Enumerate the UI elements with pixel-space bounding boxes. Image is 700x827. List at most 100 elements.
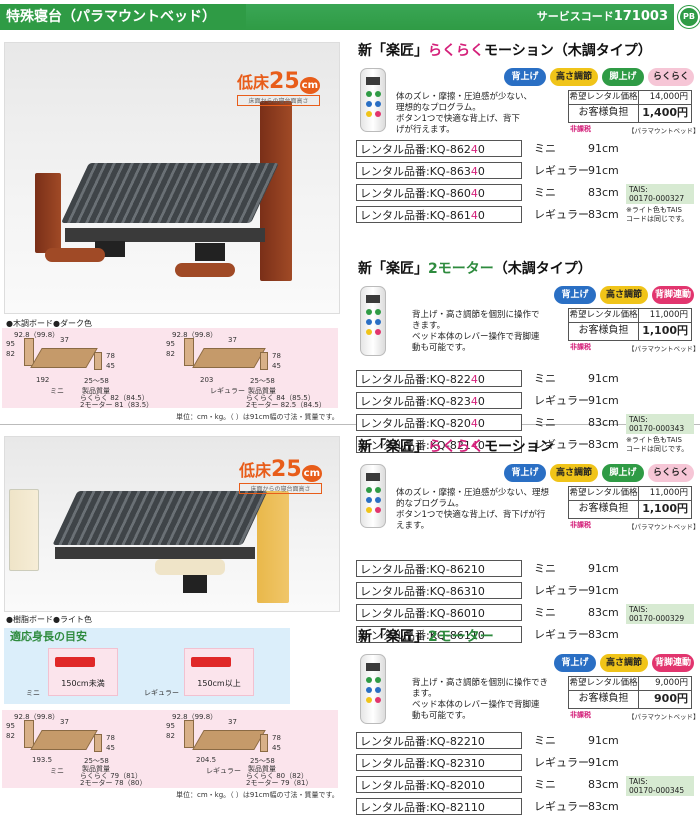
size-label: レギュラー — [534, 164, 589, 177]
product-title: 新「楽匠」らくらくモーション — [358, 436, 554, 456]
weight-title: 製品質量 — [248, 387, 276, 395]
rental-code: レンタル品番:KQ-82340 — [356, 392, 522, 409]
feature-pill: 背上げ — [554, 286, 596, 304]
description-line: 背上げ・高さ調節を個別に操作で — [412, 310, 540, 320]
description-line: 体のズレ・摩擦・圧迫感が少ない、理想 — [396, 488, 550, 498]
code-prefix: レンタル品番:KQ-86210 — [360, 563, 485, 576]
guide-figure-regular: 150cm以上 — [184, 648, 254, 696]
tais-line: TAIS: — [629, 605, 648, 614]
height-guide: 適応身長の目安 150cm未満 ミニ 150cm以上 レギュラー — [4, 628, 290, 704]
remote-control-icon — [360, 286, 386, 356]
dim-label-regular: レギュラー — [210, 387, 245, 395]
section-divider — [0, 424, 700, 425]
rental-code: レンタル品番:KQ-82110 — [356, 798, 522, 815]
remote-button — [375, 507, 381, 513]
rental-code: レンタル品番:KQ-86010 — [356, 604, 522, 621]
weight-title: 製品質量 — [82, 765, 110, 773]
code-prefix: レンタル品番:KQ-82110 — [360, 801, 485, 814]
description-line: 的なプログラム。 — [396, 499, 464, 509]
code-highlight: 4 — [470, 373, 478, 386]
width-label: 91cm — [588, 584, 619, 597]
pay-label: お客様負担 — [569, 323, 639, 340]
width-label: 91cm — [588, 756, 619, 769]
feature-pill: 脚上げ — [602, 68, 644, 86]
rental-code: レンタル品番:KQ-82310 — [356, 754, 522, 771]
side-cover — [155, 559, 225, 575]
description-line: 理想的なプログラム。 — [396, 103, 481, 113]
dim-footboard — [94, 352, 102, 370]
width-label: 83cm — [588, 186, 619, 199]
product-description: 体のズレ・摩擦・圧迫感が少ない、理想的なプログラム。ボタン1つで快適な背上げ、背… — [396, 92, 566, 136]
remote-button — [366, 507, 372, 513]
dim-r1: 78 — [272, 352, 281, 360]
bed-base — [55, 547, 255, 559]
dim-top: 92.8（99.8） — [172, 713, 218, 721]
weight-row: 2モーター 78（80） — [80, 779, 147, 787]
price-value: 14,000円 — [649, 92, 688, 102]
code-prefix: レンタル品番:KQ-82210 — [360, 735, 485, 748]
dim-h2: 82 — [166, 350, 175, 358]
product-description: 体のズレ・摩擦・圧迫感が少ない、理想的なプログラム。ボタン1つで快適な背上げ、背… — [396, 488, 566, 532]
rental-code: レンタル品番:KQ-82040 — [356, 414, 522, 431]
product-title: 新「楽匠」らくらくモーション（木調タイプ） — [358, 40, 652, 60]
side-cover — [45, 248, 105, 262]
tais-note-line: コードは同じです。 — [626, 215, 689, 223]
weight-row: らくらく 80（82） — [246, 772, 309, 780]
dim-r2: 45 — [272, 744, 281, 752]
feature-pill: 高さ調節 — [550, 464, 598, 482]
product-description: 背上げ・高さ調節を個別に操作できます。ベッド本体のレバー操作で背脚連動も可能です… — [412, 678, 582, 722]
code-prefix: レンタル品番:KQ-862 — [360, 143, 471, 156]
foot-board — [35, 173, 61, 253]
tais-line: TAIS: — [629, 415, 648, 424]
low-floor-unit: cm — [301, 465, 322, 482]
remote-button — [366, 309, 372, 315]
price-label: 希望レンタル価格 — [569, 677, 639, 690]
width-label: 91cm — [588, 734, 619, 747]
price-label: 希望レンタル価格 — [569, 487, 639, 500]
size-label: レギュラー — [534, 628, 589, 641]
remote-button — [375, 111, 381, 117]
head-board — [257, 491, 289, 603]
feature-pill: らくらく — [648, 464, 694, 482]
dim-top: 92.8（99.8） — [14, 713, 60, 721]
guide-bar — [55, 657, 95, 667]
tais-line: TAIS: — [629, 185, 648, 194]
unit-note: 単位：cm・kg。（ ）は91cm幅の寸法・質量です。 — [176, 791, 339, 799]
code-suffix: 0 — [477, 209, 485, 222]
width-label: 83cm — [588, 438, 619, 451]
remote-button — [375, 91, 381, 97]
low-floor-num: 25 — [271, 457, 302, 482]
non-taxable-label: 非課税 — [570, 343, 591, 351]
description-line: ボタン1つで快適な背上げ、背下 — [396, 114, 520, 124]
feature-pill: 高さ調節 — [600, 654, 648, 672]
description-line: えます。 — [396, 521, 430, 531]
code-prefix: レンタル品番:KQ-821 — [360, 439, 471, 452]
title-rest: モーション（木調タイプ） — [484, 43, 652, 59]
code-prefix: レンタル品番:KQ-861 — [360, 209, 471, 222]
remote-screen — [366, 473, 380, 481]
rental-code: レンタル品番:KQ-86240 — [356, 140, 522, 157]
tais-code: TAIS:00170-000329 — [626, 604, 694, 624]
code-prefix: レンタル品番:KQ-86010 — [360, 607, 485, 620]
remote-button — [366, 329, 372, 335]
dimension-panel: 92.8（99.8） 95 82 37 78 45 193.5 25〜58 ミニ… — [2, 710, 338, 788]
code-highlight: 4 — [470, 165, 478, 178]
dim-bed — [30, 348, 98, 368]
title-rest: （木調タイプ） — [493, 261, 592, 277]
feature-pill: 背上げ — [504, 68, 546, 86]
bed-leg — [195, 243, 225, 261]
weight-row: 2モーター 79（81） — [246, 779, 313, 787]
